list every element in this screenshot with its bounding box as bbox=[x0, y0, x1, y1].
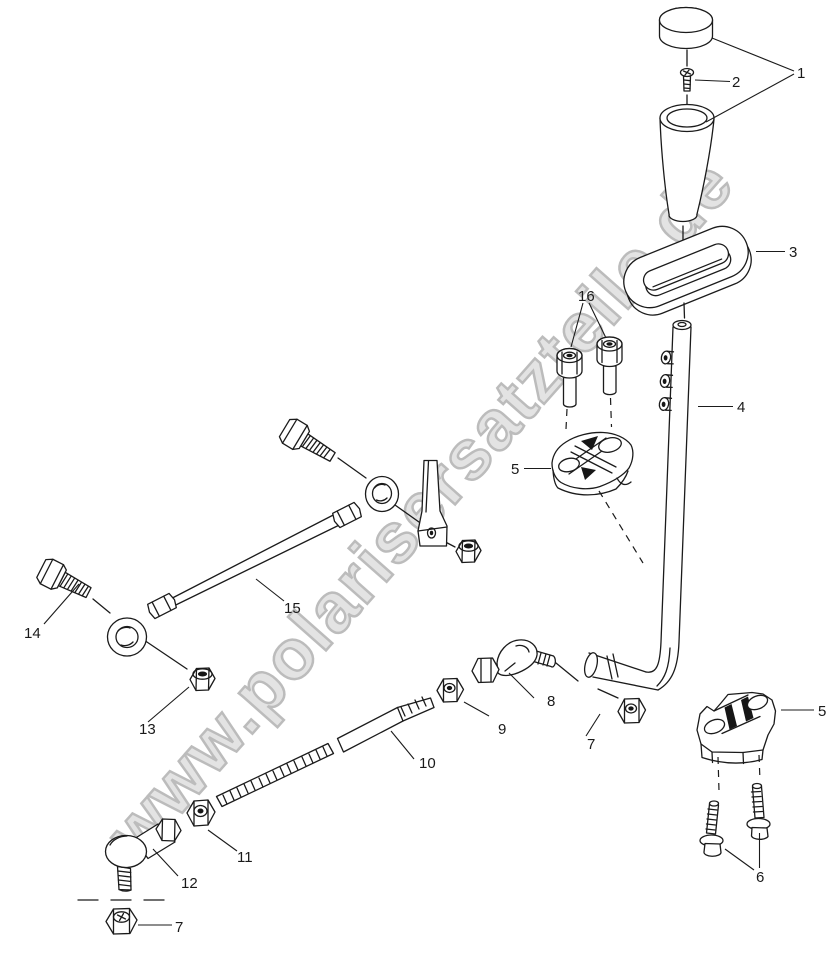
upper-pivot-bolt bbox=[278, 418, 336, 462]
callout-1: 1 bbox=[797, 65, 805, 82]
mount-bolt-left bbox=[556, 347, 583, 408]
pivot-bolt bbox=[36, 558, 92, 599]
flange-nut-7 bbox=[105, 907, 138, 935]
leader-lines bbox=[43, 37, 814, 926]
callout-4: 4 bbox=[737, 399, 745, 416]
base-bolt-right bbox=[746, 782, 771, 840]
base-bolt-left bbox=[699, 800, 724, 857]
mount-bolt-right bbox=[596, 336, 623, 396]
nut-9 bbox=[436, 677, 465, 703]
callout-6: 6 bbox=[756, 869, 764, 886]
knob-screw bbox=[679, 67, 695, 92]
callout-11: 11 bbox=[237, 849, 253, 866]
upper-pivot-nut bbox=[455, 539, 482, 564]
adjuster-rod bbox=[215, 742, 335, 808]
knob-cap bbox=[658, 6, 714, 50]
callout-14: 14 bbox=[24, 625, 41, 642]
callout-5a: 5 bbox=[511, 461, 519, 478]
callout-2: 2 bbox=[732, 74, 740, 91]
hidden-lines bbox=[77, 397, 761, 901]
frame-tab bbox=[417, 459, 448, 547]
callouts: 1 2 3 4 5 5 6 7 7 8 9 10 11 12 13 14 15 … bbox=[24, 65, 826, 936]
base-bracket bbox=[696, 691, 777, 765]
callout-13: 13 bbox=[139, 721, 156, 738]
boot-plate bbox=[623, 225, 752, 316]
shaft-studs bbox=[658, 350, 675, 412]
ball-joint bbox=[104, 818, 182, 892]
callout-8: 8 bbox=[547, 693, 555, 710]
linkage-rod bbox=[106, 475, 400, 657]
mount-plate bbox=[551, 431, 634, 496]
jam-nut-11 bbox=[186, 799, 216, 827]
tie-rod-end bbox=[471, 639, 557, 684]
callout-3: 3 bbox=[789, 244, 797, 261]
callout-16: 16 bbox=[578, 288, 595, 305]
callout-5b: 5 bbox=[818, 703, 826, 720]
callout-7a: 7 bbox=[587, 736, 595, 753]
pivot-nut bbox=[189, 667, 216, 692]
knob-grip bbox=[659, 103, 715, 223]
callout-10: 10 bbox=[419, 755, 436, 772]
callout-7b: 7 bbox=[175, 919, 183, 936]
callout-9: 9 bbox=[498, 721, 506, 738]
arm-nut-7 bbox=[617, 697, 647, 724]
callout-15: 15 bbox=[284, 600, 301, 617]
rod-10 bbox=[336, 696, 435, 753]
shifter-shaft bbox=[583, 319, 692, 691]
callout-12: 12 bbox=[181, 875, 198, 892]
